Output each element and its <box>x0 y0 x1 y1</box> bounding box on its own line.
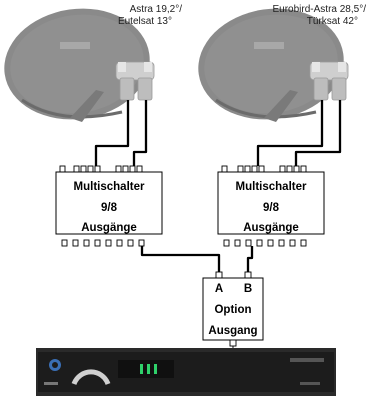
satellite-label-right-line1: Eurobird-Astra 28,5°/ <box>273 4 367 15</box>
multiswitch-right-outputs: Ausgänge <box>243 222 299 234</box>
dish-arm <box>264 90 298 122</box>
multiswitch-left-ratio: 9/8 <box>101 202 118 214</box>
switch-left-input-ports <box>59 165 143 173</box>
switch-left-output-ports <box>61 239 145 247</box>
switch-to-option-cables <box>140 246 254 275</box>
option-switch-box: A B Option Ausgang <box>202 277 264 341</box>
satellite-label-left-line2: Eutelsat 13° <box>118 16 172 27</box>
multiswitch-left-title: Multischalter <box>74 181 145 193</box>
dish-logo <box>60 42 90 49</box>
dish-logo <box>254 42 284 49</box>
receiver-display <box>118 360 174 378</box>
option-input-a-label: A <box>215 283 223 295</box>
lnb-cables <box>94 100 342 166</box>
multiswitch-right: Multischalter 9/8 Ausgänge <box>217 171 325 235</box>
switch-right-input-ports <box>221 165 307 173</box>
multiswitch-left-outputs: Ausgänge <box>81 222 137 234</box>
option-box-title: Option <box>214 304 251 316</box>
option-input-port-b <box>244 271 252 279</box>
switch-right-output-ports <box>223 239 307 247</box>
option-input-port-a <box>215 271 223 279</box>
satellite-dish-right <box>198 8 344 122</box>
lnb-left <box>115 61 155 101</box>
satellite-label-right-line2: Türksat 42° <box>307 16 358 27</box>
option-box-output: Ausgang <box>208 325 257 337</box>
satellite-label-left-line1: Astra 19,2°/ <box>130 4 183 15</box>
lnb-right <box>309 61 349 101</box>
multiswitch-left: Multischalter 9/8 Ausgänge <box>55 171 163 235</box>
dish-arm <box>70 90 104 122</box>
option-output-port <box>229 339 237 347</box>
dial-icon <box>71 369 111 386</box>
satellite-dish-left <box>4 8 150 122</box>
receiver-logo <box>290 358 324 362</box>
multiswitch-right-title: Multischalter <box>236 181 307 193</box>
multiswitch-right-ratio: 9/8 <box>263 202 280 214</box>
satellite-receiver <box>36 348 336 396</box>
option-input-b-label: B <box>244 283 252 295</box>
